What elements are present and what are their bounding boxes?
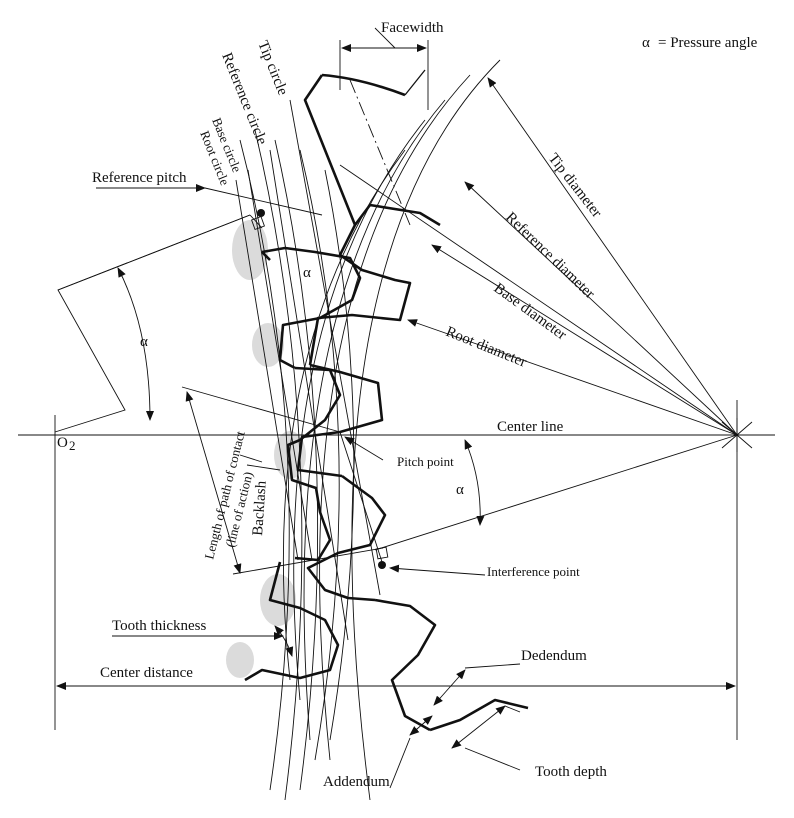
facewidth-block [303,27,441,227]
label-tip-circle: Tip circle [254,39,290,98]
alpha-angle-left: α [140,334,148,350]
alpha-legend-text: = Pressure angle [658,35,758,51]
label-o2: O [57,435,68,451]
line-of-action [181,386,485,575]
left-gear-teeth [244,246,362,682]
right-gear-teeth [296,224,529,732]
right-gear-circles [282,59,501,801]
label-o2-subscript: 2 [69,438,76,453]
label-center-line: Center line [497,419,564,435]
label-pitch-point: Pitch point [397,454,454,469]
label-reference-diameter: Reference diameter [502,209,597,302]
label-center-distance: Center distance [100,665,193,681]
contact-start-point [257,209,265,217]
alpha-angle-right: α [456,482,464,498]
label-tooth-thickness: Tooth thickness [112,618,207,634]
label-dedendum: Dedendum [521,648,587,664]
label-addendum: Addendum [323,774,390,790]
label-tip-diameter: Tip diameter [545,151,605,221]
label-facewidth: Facewidth [381,20,444,36]
interference-point-dot [378,561,386,569]
label-root-diameter: Root diameter [444,324,529,371]
label-tooth-depth: Tooth depth [535,764,607,780]
label-backlash: Backlash [250,480,270,536]
label-reference-pitch: Reference pitch [92,170,187,186]
depth-dimensions [389,663,521,789]
label-interference-point: Interference point [487,564,580,579]
leader-lines [96,99,486,641]
alpha-angle-tooth: α [303,265,311,281]
alpha-legend-symbol: α [642,35,650,51]
label-base-diameter: Base diameter [491,280,569,343]
diameter-lines [339,77,753,551]
